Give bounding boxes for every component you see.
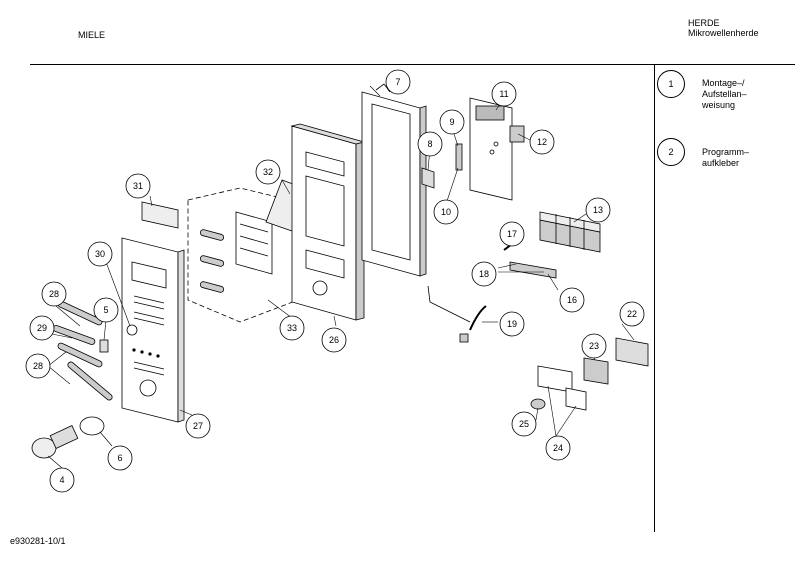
callout-23: 23	[581, 333, 607, 359]
svg-text:32: 32	[263, 167, 273, 177]
cable-part	[427, 285, 471, 323]
callout-24: 24	[545, 435, 571, 461]
svg-text:13: 13	[593, 205, 603, 215]
svg-text:25: 25	[519, 419, 529, 429]
svg-text:22: 22	[627, 309, 637, 319]
svg-text:28: 28	[33, 361, 43, 371]
callout-16: 16	[559, 287, 585, 313]
legend-1-line2: Aufstellan–	[702, 89, 747, 99]
svg-text:31: 31	[133, 181, 143, 191]
svg-text:4: 4	[59, 475, 64, 485]
callout-6: 6	[107, 445, 133, 471]
callout-5: 5	[93, 297, 119, 323]
header-divider	[30, 64, 795, 65]
contact-strip-part	[509, 261, 557, 279]
relay-part	[583, 357, 609, 385]
legend-2-line2: aufkleber	[702, 158, 740, 168]
callout-31: 31	[125, 173, 151, 199]
svg-text:19: 19	[507, 319, 517, 329]
callout-30: 30	[87, 241, 113, 267]
callout-25: 25	[511, 411, 537, 437]
keypad-part	[199, 211, 273, 293]
legend-callout-2: 2	[657, 138, 685, 166]
svg-text:33: 33	[287, 323, 297, 333]
svg-text:17: 17	[507, 229, 517, 239]
legend-text-2: Programm– aufkleber	[702, 147, 749, 169]
svg-text:10: 10	[441, 207, 451, 217]
callout-4: 4	[49, 467, 75, 493]
clip-part	[421, 167, 435, 189]
callout-8: 8	[417, 131, 443, 157]
legend-divider	[654, 64, 655, 532]
svg-text:16: 16	[567, 295, 577, 305]
svg-text:26: 26	[329, 335, 339, 345]
callout-22: 22	[619, 301, 645, 327]
callout-19: 19	[499, 311, 525, 337]
circuit-board-part	[469, 97, 513, 201]
cap-part	[530, 398, 546, 410]
callout-28a: 28	[41, 281, 67, 307]
legend-1-line3: weisung	[702, 100, 736, 110]
knob-part	[31, 425, 79, 459]
svg-text:30: 30	[95, 249, 105, 259]
legend-text-1: Montage–/ Aufstellan– weisung	[702, 78, 747, 111]
callout-group: 4 5 6 7 8 9 10 11 12 13 16 17 18 19 22 2…	[25, 69, 645, 493]
svg-text:29: 29	[37, 323, 47, 333]
switch-block-part	[539, 211, 601, 253]
svg-text:24: 24	[553, 443, 563, 453]
legend-callout-1: 1	[657, 70, 685, 98]
callout-17: 17	[499, 221, 525, 247]
callout-7: 7	[385, 69, 411, 95]
callout-29: 29	[29, 315, 55, 341]
svg-text:12: 12	[537, 137, 547, 147]
svg-text:18: 18	[479, 269, 489, 279]
drawing-code: e930281-10/1	[10, 536, 66, 546]
svg-text:28: 28	[49, 289, 59, 299]
category-line-1: HERDE	[688, 18, 720, 28]
callout-27: 27	[185, 413, 211, 439]
ring-part	[79, 416, 105, 436]
svg-text:6: 6	[117, 453, 122, 463]
callout-32: 32	[255, 159, 281, 185]
callout-26: 26	[321, 327, 347, 353]
connector-part	[455, 143, 463, 171]
front-panel-part	[121, 237, 185, 423]
callout-10: 10	[433, 199, 459, 225]
callout-12: 12	[529, 129, 555, 155]
callout-13: 13	[585, 197, 611, 223]
timer-part	[615, 337, 649, 367]
legend-1-line1: Montage–/	[702, 78, 745, 88]
callout-28b: 28	[25, 353, 51, 379]
svg-text:11: 11	[499, 89, 508, 99]
callout-9: 9	[439, 109, 465, 135]
svg-text:8: 8	[427, 139, 432, 149]
svg-text:23: 23	[589, 341, 599, 351]
svg-text:9: 9	[449, 117, 454, 127]
svg-text:7: 7	[395, 77, 400, 87]
svg-text:5: 5	[103, 305, 108, 315]
callout-18: 18	[471, 261, 497, 287]
brand-label: MIELE	[78, 30, 106, 40]
legend-2-line1: Programm–	[702, 147, 750, 157]
housing-frame-part	[361, 83, 427, 277]
svg-text:27: 27	[193, 421, 203, 431]
switch-part	[509, 125, 525, 143]
label-part	[141, 201, 179, 229]
category-line-2: Mikrowellenherde	[688, 28, 759, 38]
frame-part	[290, 123, 366, 321]
callout-33: 33	[279, 315, 305, 341]
callout-11: 11	[491, 81, 517, 107]
